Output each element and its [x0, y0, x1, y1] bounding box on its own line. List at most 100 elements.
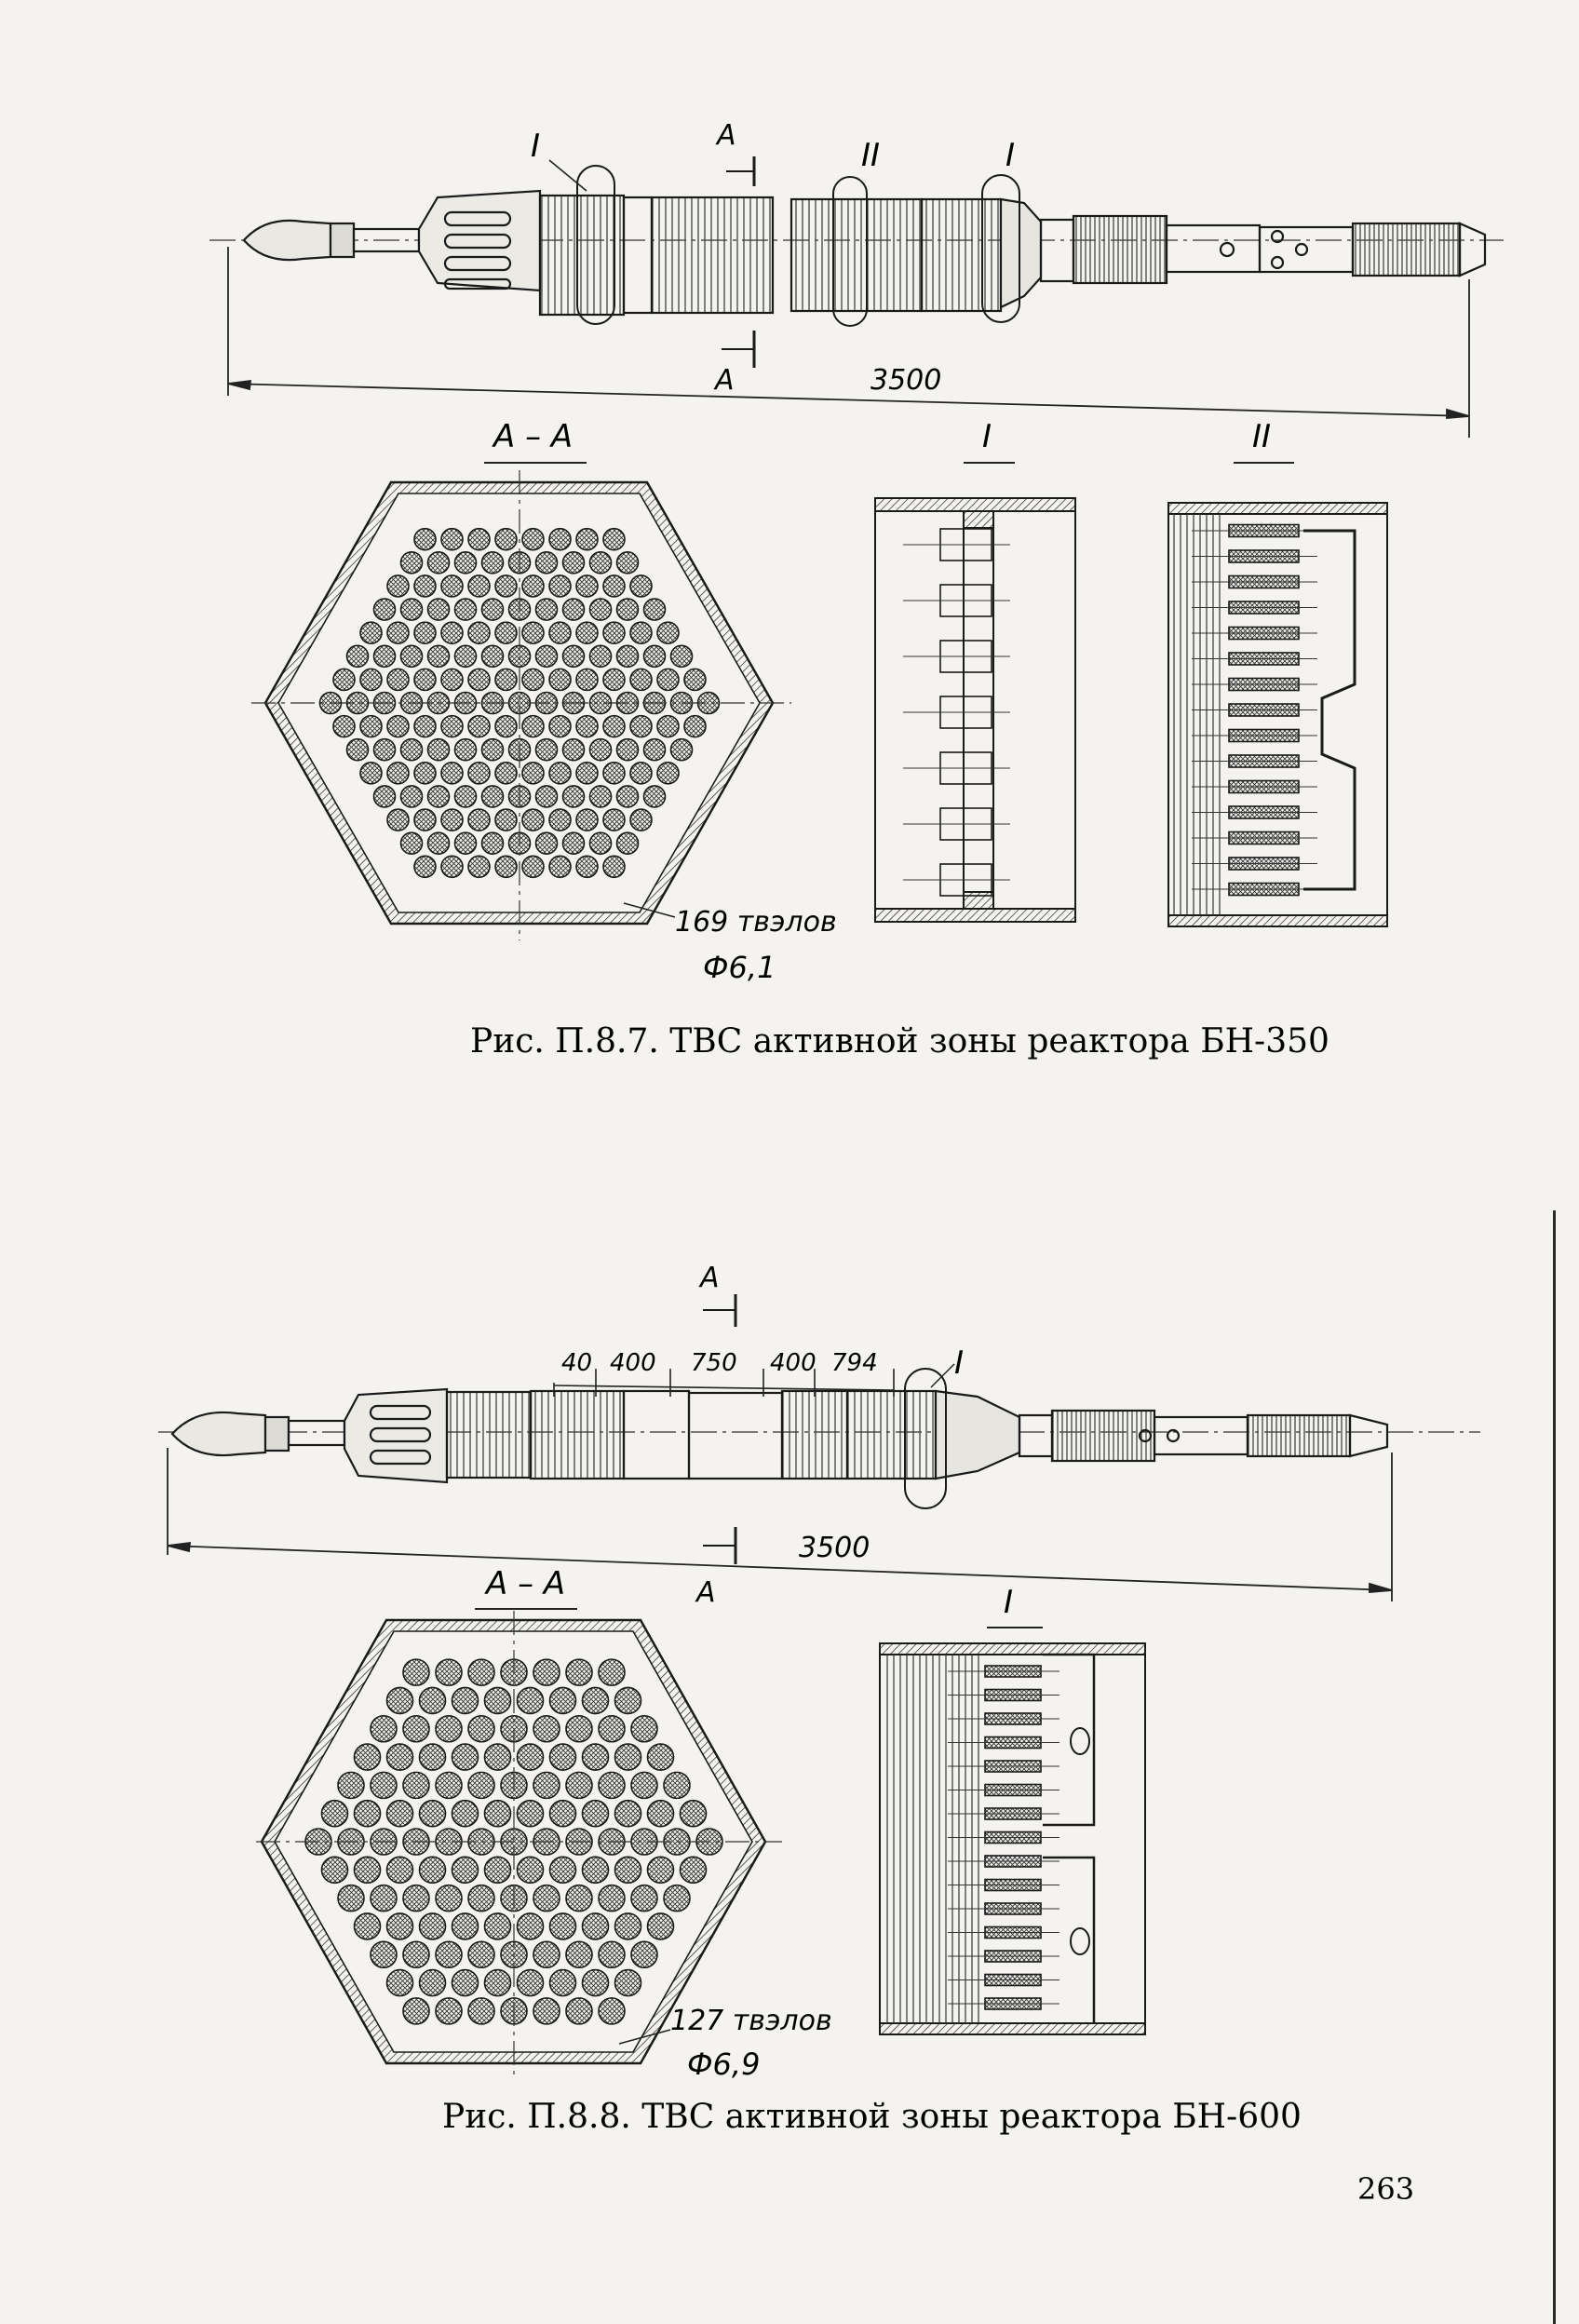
fuel-rod	[467, 714, 491, 738]
fuel-rod	[575, 621, 599, 644]
fuel-rod	[516, 1743, 545, 1771]
fuel-rod	[629, 574, 653, 598]
fuel-rod	[516, 1799, 545, 1828]
fuel-rod	[516, 1912, 545, 1940]
fuel-rod	[467, 1997, 495, 2025]
fuel-rod	[561, 598, 586, 621]
fuel-rod	[467, 527, 491, 551]
fuel-rod	[337, 1771, 365, 1800]
fuel-rod	[598, 1884, 626, 1912]
fuel-rod	[453, 644, 478, 669]
fuel-rod	[413, 668, 437, 692]
fuel-rod	[679, 1799, 708, 1828]
leader-label-I-right: I	[1005, 137, 1015, 174]
fuel-rod	[345, 644, 370, 669]
fuel-rod	[320, 1856, 349, 1885]
fuel-rod	[418, 1686, 447, 1715]
fuel-rod	[451, 1968, 479, 1997]
fuel-rod	[646, 1743, 675, 1771]
fuel-rod	[359, 762, 383, 785]
fuel-rod	[372, 785, 397, 808]
fuel-rod	[588, 831, 613, 855]
fuel-rod	[451, 1912, 479, 1940]
fuel-rod	[494, 574, 518, 598]
fuel-rod	[646, 1912, 675, 1940]
fuel-rod	[453, 598, 478, 621]
fuel-rod	[581, 1968, 610, 1997]
fuel-rod	[533, 1714, 560, 1743]
fuel-rod	[402, 1658, 430, 1686]
fuel-rod	[413, 762, 437, 785]
fuel-rod	[581, 1799, 610, 1828]
fuel-rod	[353, 1912, 382, 1940]
fuel-rod	[494, 621, 518, 644]
fuel-rod	[614, 1799, 642, 1828]
fuel-rod	[386, 668, 410, 692]
fuel-rod	[480, 598, 505, 621]
fuel-rod	[679, 1856, 708, 1885]
fuel-rod	[467, 762, 491, 785]
leader-label-II: II	[861, 137, 880, 174]
dim-label-40: 40	[561, 1349, 592, 1377]
fuel-rod	[642, 785, 667, 808]
fuel-rod	[370, 1714, 398, 1743]
fuel-rod	[413, 574, 437, 598]
fuel-rod	[646, 1856, 675, 1885]
fuel-rod	[385, 1856, 414, 1885]
dim-label-400-b: 400	[770, 1349, 816, 1377]
fuel-rod	[646, 1799, 675, 1828]
fuel-rod	[402, 1884, 430, 1912]
fuel-rod	[435, 1940, 463, 1969]
fuel-rod	[467, 1658, 495, 1686]
fuel-rod	[516, 1686, 545, 1715]
fuel-rod	[467, 1940, 495, 1969]
fuel-rod	[399, 785, 424, 808]
fuel-rod	[453, 785, 478, 808]
fuel-rod	[588, 737, 613, 762]
fuel-rod	[629, 668, 653, 692]
fuel-rod	[440, 855, 464, 879]
fuel-rod	[521, 527, 545, 551]
fuel-rod	[548, 1799, 577, 1828]
fuel-rod	[440, 808, 464, 831]
fuel-rod	[534, 831, 559, 855]
fuel-rod	[565, 1658, 593, 1686]
fuel-rod	[386, 808, 410, 831]
fuel-rod	[399, 644, 424, 669]
fuel-rod	[565, 1997, 593, 2025]
detail-title-I-2: I	[1004, 1584, 1013, 1621]
fuel-rod	[548, 762, 572, 785]
fuel-rod	[521, 574, 545, 598]
fuel-rod	[602, 808, 626, 831]
caption-2: Рис. П.8.8. ТВС активной зоны реактора Б…	[442, 2098, 1302, 2136]
overall-length-dimension-1	[227, 247, 1470, 438]
fuel-rod	[521, 668, 545, 692]
fuel-rod	[533, 1658, 560, 1686]
fuel-rod	[642, 644, 667, 669]
fuel-rod	[413, 855, 437, 879]
fuel-rod	[629, 808, 653, 831]
rod-diameter-label-2: Ф6,9	[687, 2047, 760, 2082]
fuel-rod	[440, 714, 464, 738]
fuel-rod	[467, 621, 491, 644]
fuel-rod	[467, 855, 491, 879]
fuel-rod	[453, 737, 478, 762]
fuel-rod	[483, 1856, 512, 1885]
fuel-rod	[642, 598, 667, 621]
section-title-2: А – А	[484, 1565, 565, 1602]
fuel-rod	[480, 831, 505, 855]
fuel-rod	[413, 621, 437, 644]
fuel-rod	[480, 644, 505, 669]
fuel-rod	[602, 855, 626, 879]
rod-diameter-label-1: Ф6,1	[703, 950, 776, 985]
fuel-rod	[581, 1743, 610, 1771]
fuel-rod	[426, 598, 451, 621]
fuel-rod	[359, 621, 383, 644]
fuel-rod	[426, 831, 451, 855]
fuel-rod	[418, 1968, 447, 1997]
fuel-rod	[402, 1997, 430, 2025]
fuel-rod	[533, 1997, 560, 2025]
fuel-rod	[602, 668, 626, 692]
fuel-rod	[588, 644, 613, 669]
